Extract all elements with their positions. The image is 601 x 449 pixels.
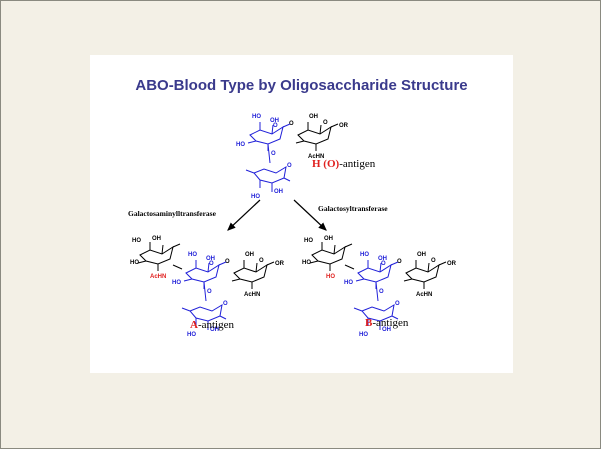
enzyme-label-galactosyltransferase: Galactosyltransferase	[318, 204, 388, 213]
svg-text:HO: HO	[132, 238, 141, 244]
arrow-left	[227, 199, 261, 231]
b-antigen-gal: HO OH HO HO	[302, 236, 353, 280]
h-antigen-structure	[236, 114, 349, 200]
h-antigen-suffix: -antigen	[339, 158, 376, 170]
h-antigen-highlight: H (O)	[312, 158, 340, 170]
a-antigen-label: A-antigen	[190, 319, 234, 331]
svg-text:HO: HO	[304, 238, 313, 244]
oligosaccharide-diagram: O OH O OR AcHN HO HO OH O	[130, 55, 513, 373]
slide: ABO-Blood Type by Oligosaccharide Struct…	[90, 55, 513, 373]
b-antigen-label: B-antigen	[365, 317, 408, 329]
svg-text:HO: HO	[130, 260, 139, 266]
svg-text:HO: HO	[302, 260, 311, 266]
a-antigen-galnac: HO OH HO AcHN	[130, 236, 181, 280]
b-antigen-highlight: B	[365, 317, 373, 329]
svg-text:OH: OH	[152, 236, 161, 242]
arrow-right	[293, 199, 327, 231]
enzyme-label-galactosaminyltransferase: Galactosaminylltransferase	[128, 209, 216, 218]
slide-title: ABO-Blood Type by Oligosaccharide Struct…	[135, 77, 468, 94]
svg-text:HO: HO	[326, 274, 335, 280]
a-antigen-suffix: -antigen	[197, 319, 234, 331]
a-antigen-highlight: A	[190, 319, 198, 331]
b-antigen-suffix: -antigen	[372, 317, 409, 329]
svg-text:AcHN: AcHN	[150, 274, 166, 280]
svg-text:OH: OH	[324, 236, 333, 242]
h-antigen-label: H (O)-antigen	[312, 158, 375, 170]
